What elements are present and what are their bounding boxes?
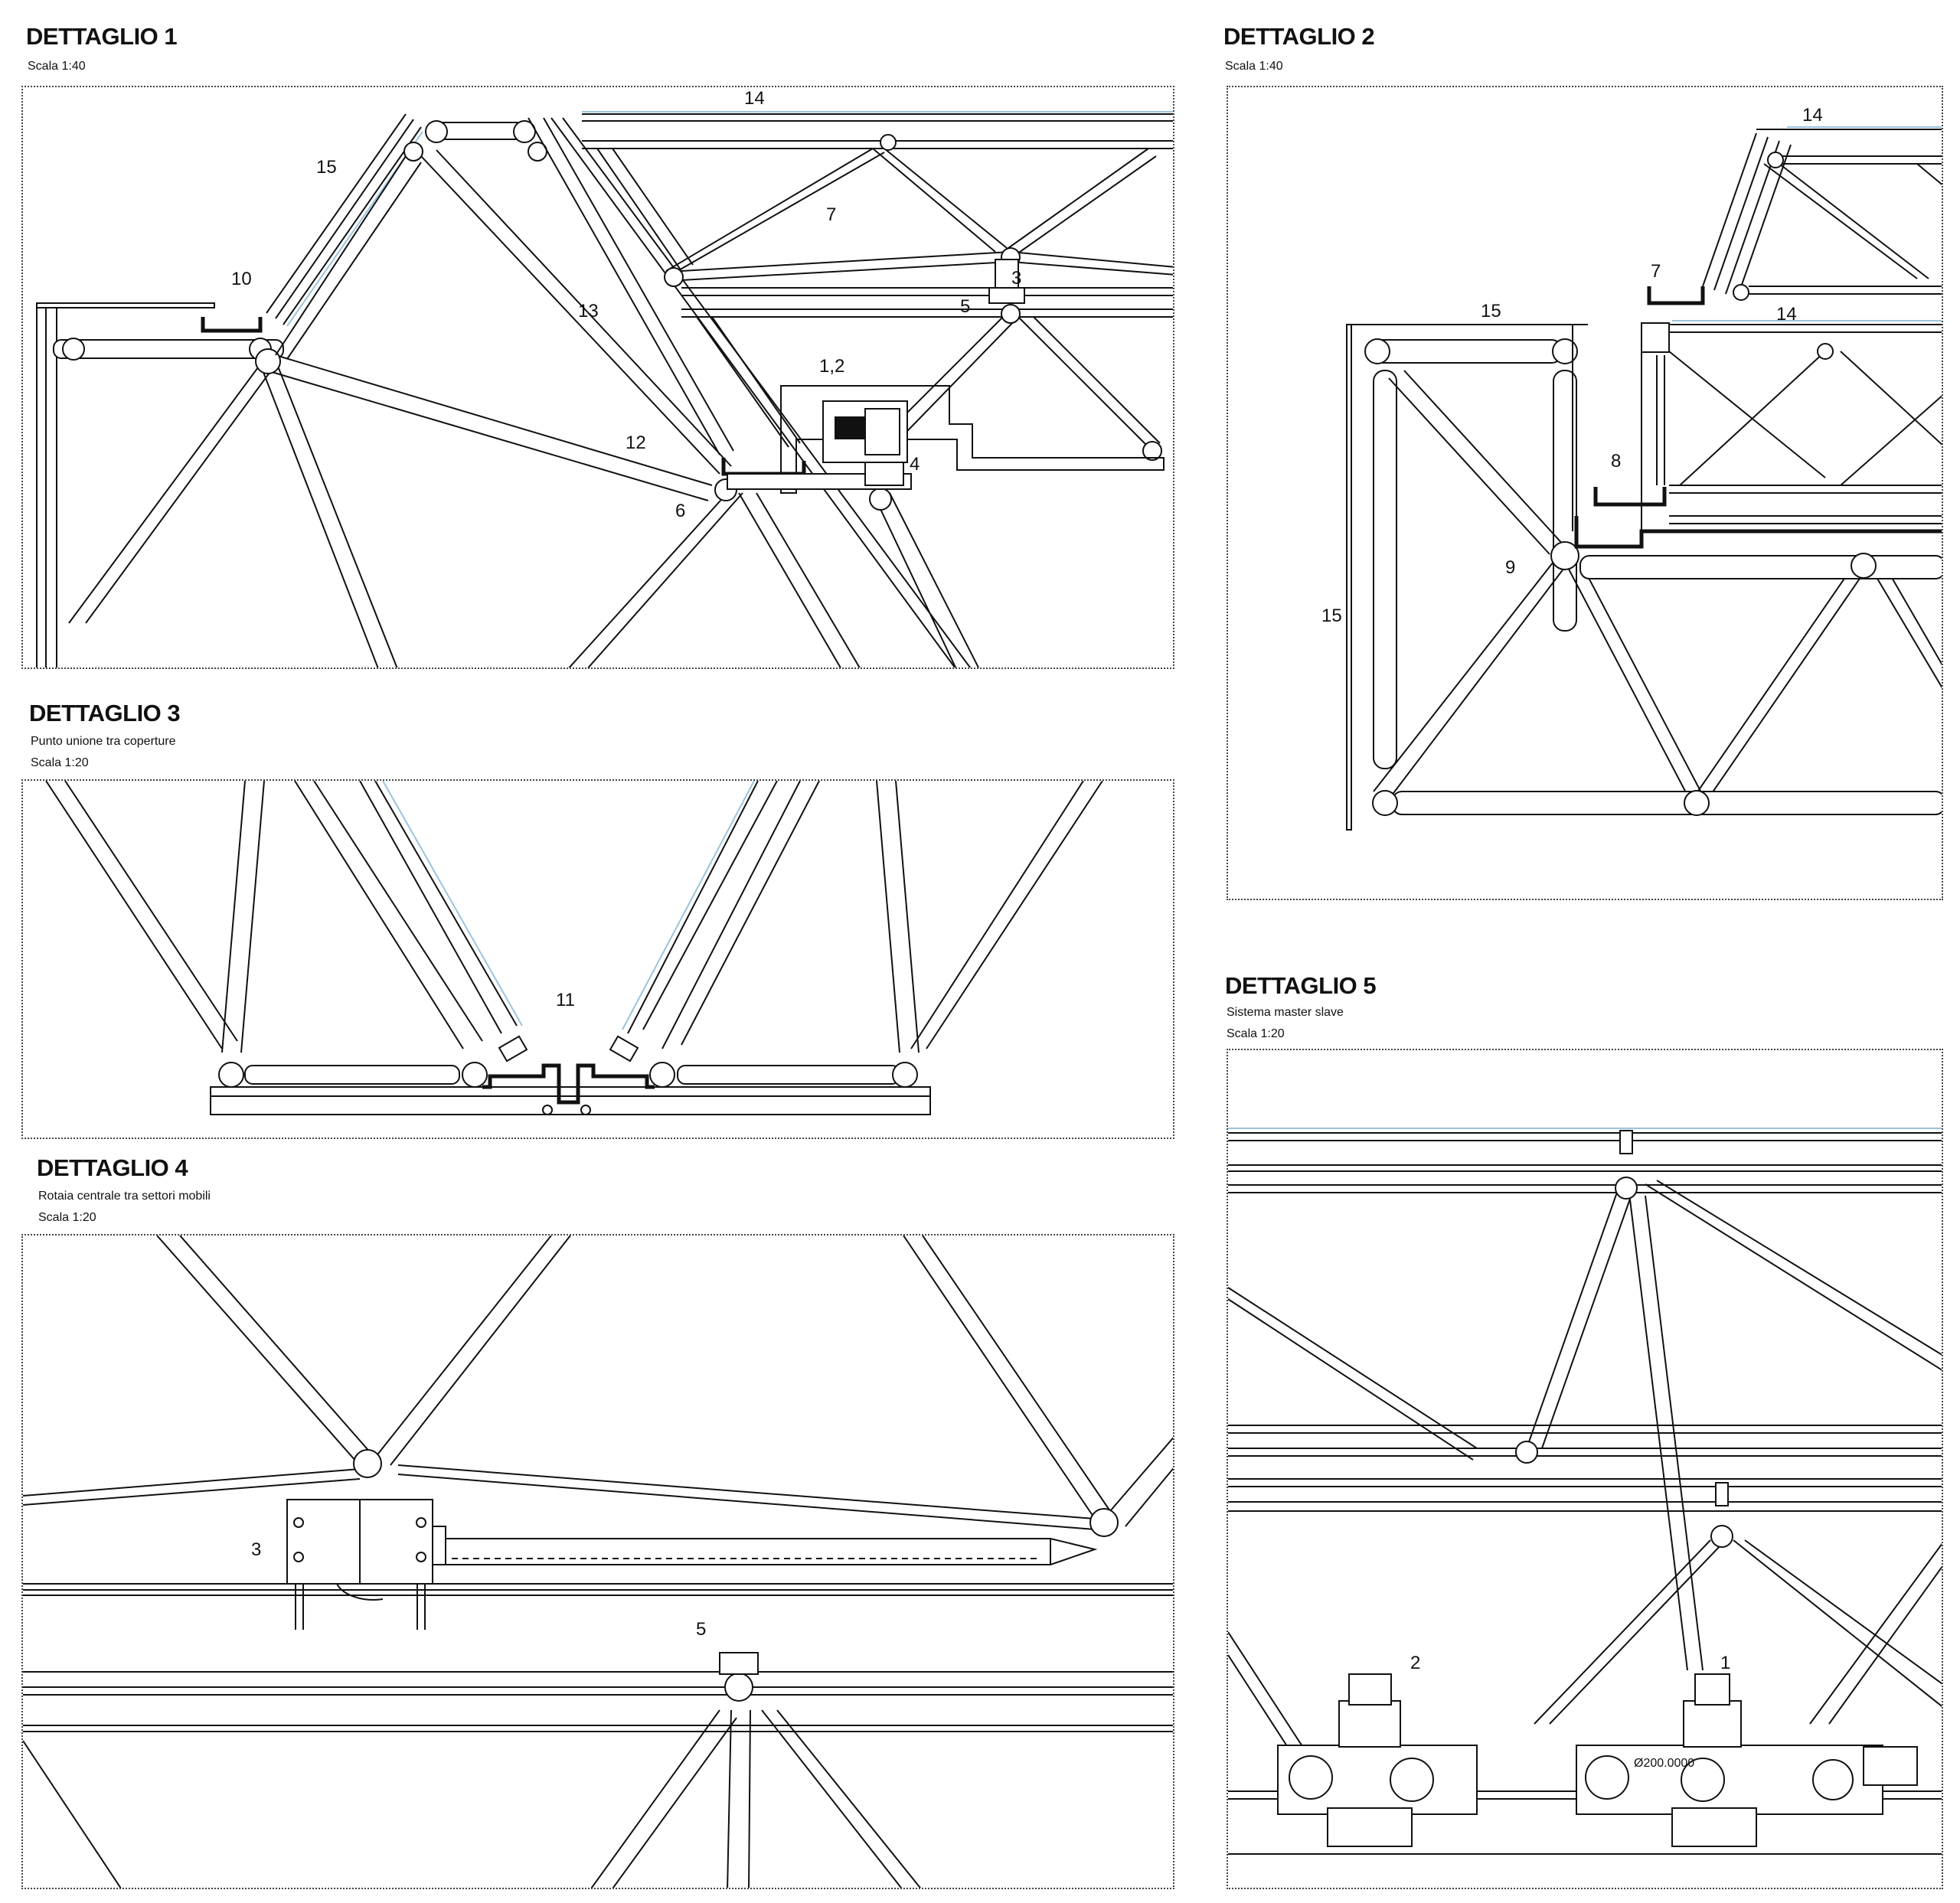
detail-4-scale: Scala 1:20	[38, 1211, 96, 1224]
label-12: 12	[626, 432, 646, 453]
strut-left	[244, 1065, 460, 1085]
detail-5-drawing: 2 1 Ø200.0000	[1228, 1128, 1942, 1855]
detail-3-drawing: 11	[45, 781, 1103, 1115]
truss-members	[23, 1235, 1173, 1888]
label-9: 9	[1505, 557, 1515, 578]
label-15: 15	[316, 157, 337, 178]
rail-4	[864, 462, 904, 486]
detail-1-frame: 14 15 10 7 13 3 5 1,2 12 4 6	[21, 86, 1174, 669]
sloped-roof-15	[266, 113, 422, 325]
diagonal-13	[275, 117, 972, 668]
detail-1-title: DETTAGLIO 1	[26, 23, 178, 50]
detail-1-drawing: 14 15 10 7 13 3 5 1,2 12 4 6	[36, 88, 1173, 668]
label-15-left: 15	[1321, 606, 1342, 626]
connector-5	[719, 1652, 759, 1675]
detail-3-scale: Scala 1:20	[31, 756, 89, 769]
label-5: 5	[696, 1619, 706, 1640]
strut-right	[677, 1065, 900, 1085]
upper-grid-14	[1656, 324, 1942, 524]
gutter-7	[1647, 286, 1705, 305]
truss-members	[45, 781, 1103, 1053]
housing-1-2	[780, 385, 1165, 494]
channel-6	[721, 458, 806, 476]
detail-2-frame: 14 7 15 14 8 9 15	[1227, 86, 1943, 900]
gutter-8	[1593, 487, 1667, 507]
roof-plate-10	[36, 302, 215, 308]
truss-lower	[1373, 370, 1942, 800]
detail-3-subtitle: Punto unione tra coperture	[31, 735, 176, 748]
detail-2-scale: Scala 1:40	[1225, 60, 1283, 73]
detail-5-frame: 2 1 Ø200.0000	[1227, 1049, 1943, 1889]
label-4: 4	[910, 454, 920, 475]
label-2: 2	[1410, 1653, 1420, 1673]
label-3: 3	[251, 1539, 261, 1560]
joint-11	[482, 1063, 655, 1105]
detail-4-frame: 3 5	[21, 1234, 1174, 1889]
label-14-top: 14	[1802, 105, 1823, 126]
dimension-text: Ø200.0000	[1634, 1757, 1694, 1770]
gutter-10	[201, 317, 263, 333]
detail-2-drawing: 14 7 15 14 8 9 15	[1321, 105, 1942, 831]
rail-cylinder	[445, 1538, 1051, 1565]
detail-2-title: DETTAGLIO 2	[1223, 23, 1375, 50]
label-1-2: 1,2	[819, 356, 844, 377]
connector-5	[988, 287, 1025, 304]
label-5: 5	[960, 296, 970, 317]
detail-5-scale: Scala 1:20	[1227, 1027, 1285, 1040]
strut	[53, 339, 284, 359]
detail-4-subtitle: Rotaia centrale tra settori mobili	[38, 1190, 211, 1203]
sloped-roof-14	[1702, 129, 1942, 299]
gear-icon	[1812, 1759, 1854, 1800]
label-14-mid: 14	[1776, 304, 1797, 325]
label-10: 10	[231, 269, 252, 289]
detail-4-drawing: 3 5	[23, 1235, 1173, 1888]
label-7: 7	[1651, 261, 1661, 282]
label-8: 8	[1611, 451, 1621, 472]
label-14: 14	[744, 88, 765, 109]
detail-4-title: DETTAGLIO 4	[37, 1154, 188, 1181]
label-15-top: 15	[1481, 301, 1501, 322]
detail-5-subtitle: Sistema master slave	[1227, 1006, 1344, 1019]
upper-grid-7	[582, 113, 1173, 455]
node	[62, 338, 85, 361]
label-3: 3	[1011, 268, 1021, 289]
label-13: 13	[578, 301, 599, 322]
detail-5-title: DETTAGLIO 5	[1225, 972, 1377, 999]
label-6: 6	[675, 501, 685, 521]
label-11: 11	[556, 990, 575, 1010]
wall-15	[1346, 324, 1352, 831]
detail-1-scale: Scala 1:40	[28, 60, 86, 73]
detail-3-title: DETTAGLIO 3	[29, 700, 181, 726]
lower-truss	[68, 354, 980, 668]
left-column	[36, 305, 47, 668]
label-1: 1	[1720, 1653, 1730, 1673]
detail-3-frame: 11	[21, 779, 1174, 1139]
label-7: 7	[826, 204, 836, 225]
